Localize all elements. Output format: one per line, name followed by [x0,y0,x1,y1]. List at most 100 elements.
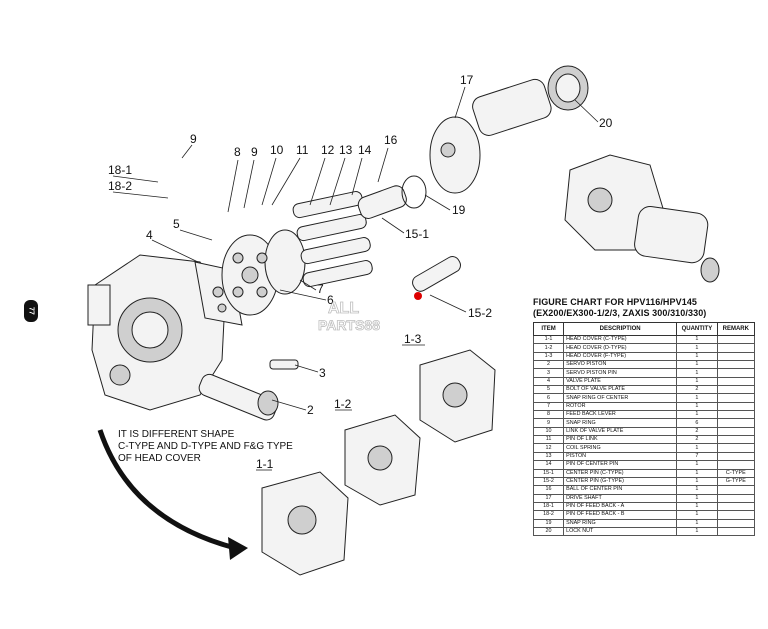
callout-8: 8 [234,145,241,159]
center-pin-c [357,185,407,219]
callout-2: 2 [307,403,314,417]
cell-quantity: 1 [676,376,718,387]
cell-quantity: 1 [676,526,718,537]
cell-quantity: 1 [676,360,718,370]
cell-item: 19 [532,518,565,528]
svg-text:PARTS88: PARTS88 [318,317,380,333]
cell-quantity: 1 [676,368,718,378]
cell-item: 13 [532,451,565,462]
cell-quantity: 1 [676,393,718,403]
cell-item: 2 [532,360,565,370]
cell-remark [716,443,756,453]
cell-description: PIN OF LINK [563,435,678,445]
cell-item: 18-2 [532,510,565,520]
cell-description: LINK OF VALVE PLATE [563,426,678,437]
cell-remark [716,485,756,495]
cell-description: CENTER PIN (C-TYPE) [563,468,678,478]
cell-remark [716,460,756,470]
callout-1-2: 1-2 [334,397,352,411]
cell-quantity: 1 [676,476,718,487]
cell-item: 4 [532,376,565,387]
cell-remark [716,418,756,428]
cell-item: 9 [532,418,565,428]
cell-remark [716,360,756,370]
page-number-badge: 77 [24,300,38,322]
watermark: ALL PARTS88 [318,300,381,334]
callout-12: 12 [321,143,335,157]
cell-remark [716,510,756,520]
chart-title-line-1: FIGURE CHART FOR HPV116/HPV145 [533,297,698,307]
svg-text:ALL: ALL [328,300,359,317]
table-header-row: ITEM DESCRIPTION QUANTITY REMARK [532,322,756,336]
cell-quantity: 1 [676,443,718,453]
arrow-head-icon [228,537,248,560]
cell-description: COIL SPRING [563,443,678,453]
note-line-1: IT IS DIFFERENT SHAPE [118,429,235,440]
cell-quantity: 1 [676,485,718,495]
figure-chart: FIGURE CHART FOR HPV116/HPV145 (EX200/EX… [532,297,756,537]
cell-quantity: 6 [676,418,718,428]
header-item: ITEM [532,322,565,336]
cell-remark [716,493,756,503]
cell-quantity: 1 [676,351,718,362]
cell-remark [716,368,756,378]
callout-20: 20 [599,116,613,130]
chart-title-line-2: (EX200/EX300-1/2/3, ZAXIS 300/310/330) [533,308,707,318]
cell-item: 12 [532,443,565,453]
cell-description: FEED BACK LEVER [563,410,678,420]
callout-3: 3 [319,366,326,380]
cell-description: HEAD COVER (F-TYPE) [563,351,678,362]
head-cover-f [419,349,496,443]
header-remark: REMARK [716,322,756,336]
callout-18-2: 18-2 [108,179,132,193]
center-pin-g [412,256,461,300]
callout-6: 6 [327,293,334,307]
cell-quantity: 7 [676,451,718,462]
header-description: DESCRIPTION [563,322,678,336]
callout-16: 16 [384,133,398,147]
head-cover-note: IT IS DIFFERENT SHAPE C-TYPE AND D-TYPE … [118,429,293,465]
cell-description: LOCK NUT [563,526,678,537]
callout-10: 10 [270,143,284,157]
note-line-2: C-TYPE AND D-TYPE AND F&G TYPE [118,441,293,452]
callout-15-2: 15-2 [468,306,492,320]
cell-remark [716,501,756,512]
callout-7: 7 [317,282,324,296]
cell-quantity: 1 [676,510,718,520]
callout-labels: 1-1 1-2 1-3 2 3 4 5 6 7 8 9 9 10 11 12 1… [108,73,613,471]
cell-quantity: 2 [676,435,718,445]
cell-item: 14 [532,460,565,470]
callout-14: 14 [358,143,372,157]
cell-description: PIN OF CENTER PIN [563,460,678,470]
callout-1-3: 1-3 [404,332,422,346]
cell-remark [716,343,756,353]
callout-13: 13 [339,143,353,157]
cell-item: 1-1 [532,334,565,345]
chart-title: FIGURE CHART FOR HPV116/HPV145 (EX200/EX… [533,297,755,319]
header-quantity: QUANTITY [676,322,718,336]
cell-item: 6 [532,393,565,403]
cell-remark [716,410,756,420]
cell-quantity: 1 [676,401,718,412]
cell-description: SNAP RING [563,518,678,528]
callout-5: 5 [173,217,180,231]
cell-item: 16 [532,485,565,495]
cell-quantity: 1 [676,334,718,345]
callout-4: 4 [146,228,153,242]
cell-item: 15-2 [532,476,565,487]
callout-17: 17 [460,73,474,87]
